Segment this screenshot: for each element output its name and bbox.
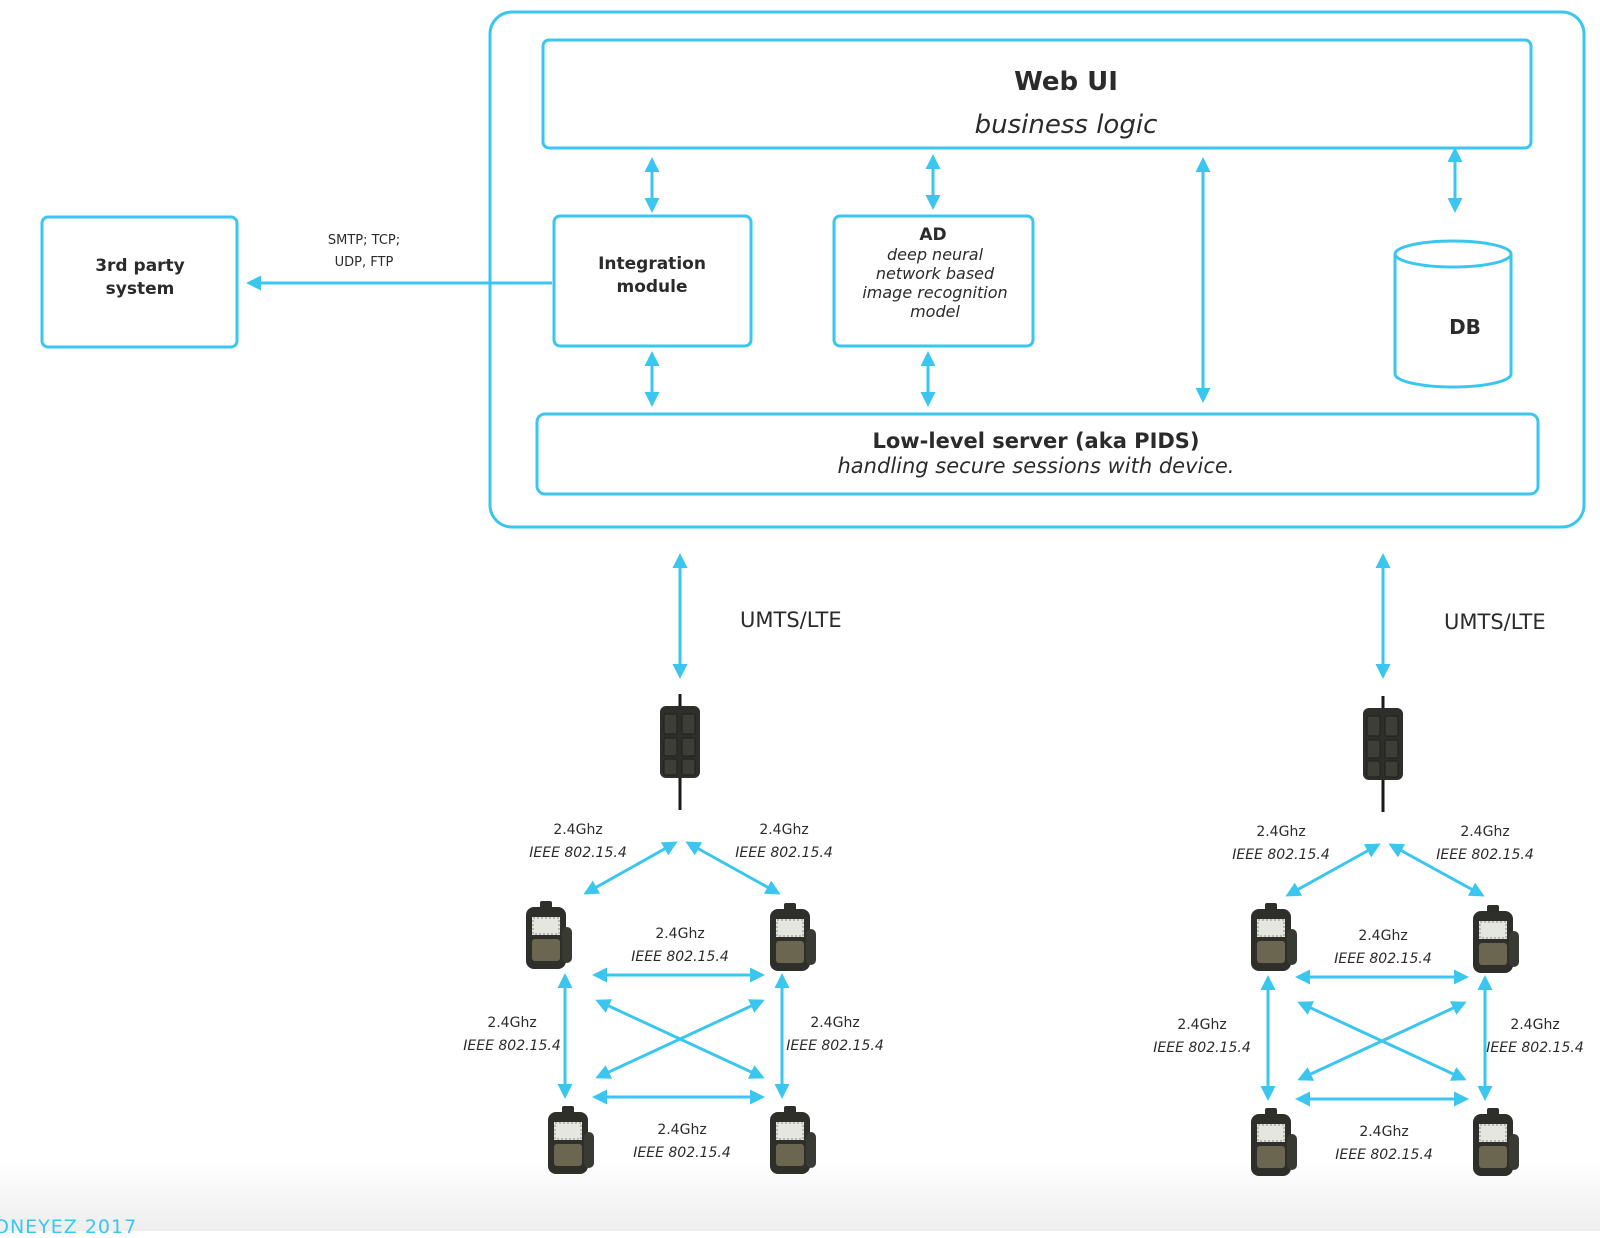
sensor-device-tr-left (769, 902, 817, 972)
radio-freq-gw-tl-right: 2.4Ghz (1256, 824, 1305, 840)
low-level-title: Low-level server (aka PIDS) (872, 429, 1199, 453)
radio-freq-vleft-left: 2.4Ghz (487, 1015, 536, 1031)
integration-line2: module (616, 277, 687, 297)
sensor-device-tl-right (1250, 902, 1298, 972)
radio-std-gw-tr-left: IEEE 802.15.4 (735, 845, 832, 861)
ad-line3: image recognition (862, 283, 1007, 302)
radio-std-vright-right: IEEE 802.15.4 (1486, 1040, 1583, 1056)
sensor-device-bl-left (547, 1105, 595, 1175)
radio-freq-bottom-left: 2.4Ghz (657, 1122, 706, 1138)
ad-line2: network based (876, 264, 995, 283)
sensor-device-tr-right (1472, 904, 1520, 974)
link-gw-sensor-tr-right (1388, 843, 1485, 897)
db-label: DB (1449, 315, 1481, 339)
radio-std-bottom-left: IEEE 802.15.4 (633, 1145, 730, 1161)
third-party-box[interactable] (40, 215, 239, 349)
radio-std-top-right: IEEE 802.15.4 (1334, 951, 1431, 967)
radio-std-gw-tl-right: IEEE 802.15.4 (1232, 847, 1329, 863)
link-gw-sensor-tl-right (1285, 843, 1381, 897)
ad-line1: deep neural (887, 245, 984, 264)
uplink-label-left: UMTS/LTE (740, 608, 842, 632)
link-diagonal-b-left (595, 999, 765, 1079)
db-cylinder[interactable] (1393, 239, 1513, 389)
web-ui-subtitle: business logic (975, 110, 1158, 140)
sensor-device-bl-right (1250, 1107, 1298, 1177)
radio-freq-gw-tl-left: 2.4Ghz (553, 822, 602, 838)
protocols-line1: SMTP; TCP; (328, 233, 400, 248)
sensor-device-tl-left (525, 900, 573, 970)
ad-box[interactable] (832, 214, 1035, 348)
third-party-line2: system (106, 279, 175, 299)
integration-line1: Integration (598, 254, 706, 274)
footer-text: ONEYEZ 2017 (0, 1216, 138, 1238)
gateway-device-right (1361, 694, 1405, 814)
ad-title: AD (919, 225, 946, 245)
radio-freq-vright-left: 2.4Ghz (810, 1015, 859, 1031)
radio-freq-bottom-right: 2.4Ghz (1359, 1124, 1408, 1140)
left-cluster: UMTS/LTE 2.4Ghz IEEE 802.15.4 2.4Ghz IEE… (463, 553, 884, 1175)
right-cluster: UMTS/LTE 2.4Ghz IEEE 802.15.4 2.4Ghz IEE… (1153, 553, 1584, 1177)
link-gw-sensor-tr-left (685, 841, 781, 895)
radio-freq-gw-tr-left: 2.4Ghz (759, 822, 808, 838)
web-ui-title: Web UI (1014, 67, 1118, 97)
server-container (488, 10, 1586, 529)
integration-module-box[interactable] (552, 214, 753, 348)
radio-freq-top-right: 2.4Ghz (1358, 928, 1407, 944)
radio-std-bottom-right: IEEE 802.15.4 (1335, 1147, 1432, 1163)
web-ui-box[interactable] (541, 38, 1533, 150)
radio-std-vright-left: IEEE 802.15.4 (786, 1038, 883, 1054)
low-level-server-box[interactable] (535, 412, 1540, 496)
uplink-label-right: UMTS/LTE (1444, 610, 1546, 634)
link-gw-sensor-tl-left (583, 841, 678, 895)
radio-freq-vleft-right: 2.4Ghz (1177, 1017, 1226, 1033)
protocols-line2: UDP, FTP (335, 255, 394, 270)
radio-freq-top-left: 2.4Ghz (655, 926, 704, 942)
radio-freq-vright-right: 2.4Ghz (1510, 1017, 1559, 1033)
radio-std-gw-tl-left: IEEE 802.15.4 (529, 845, 626, 861)
third-party-line1: 3rd party (95, 256, 185, 276)
gateway-device-left (658, 692, 702, 812)
radio-std-top-left: IEEE 802.15.4 (631, 949, 728, 965)
sensor-device-br-left (769, 1105, 817, 1175)
low-level-subtitle: handling secure sessions with device. (838, 454, 1235, 478)
ad-line4: model (910, 302, 960, 321)
sensor-device-br-right (1472, 1107, 1520, 1177)
radio-freq-gw-tr-right: 2.4Ghz (1460, 824, 1509, 840)
radio-std-gw-tr-right: IEEE 802.15.4 (1436, 847, 1533, 863)
radio-std-vleft-right: IEEE 802.15.4 (1153, 1040, 1250, 1056)
radio-std-vleft-left: IEEE 802.15.4 (463, 1038, 560, 1054)
link-diagonal-b-right (1297, 1001, 1467, 1081)
